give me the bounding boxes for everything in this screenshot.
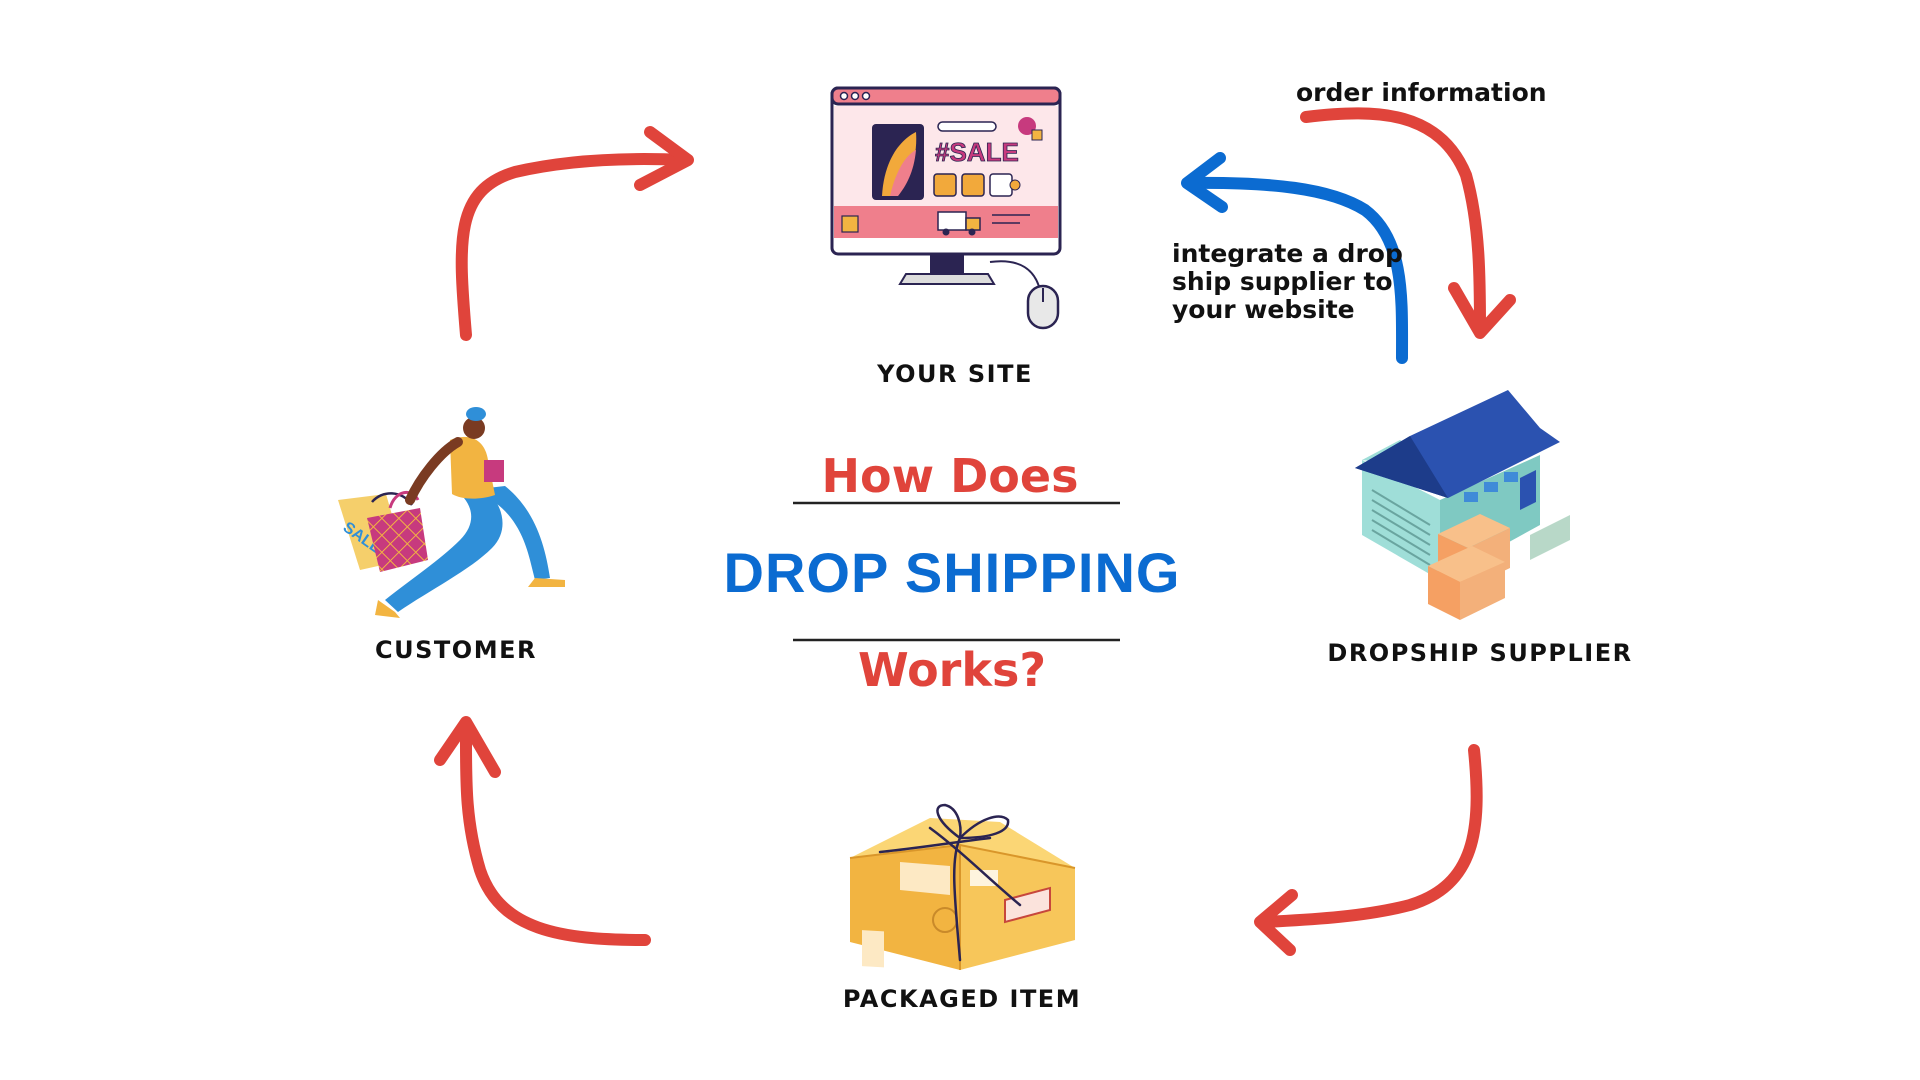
integrate-note-line-3: your website bbox=[1172, 295, 1355, 324]
arrow-supplier-to-package bbox=[1254, 744, 1483, 956]
title-main: DROP SHIPPING bbox=[724, 541, 1181, 604]
order-information-note: order information bbox=[1296, 78, 1547, 107]
title-top: How Does bbox=[822, 449, 1079, 503]
arrow-integrate-supplier bbox=[1181, 152, 1409, 364]
package-box-icon bbox=[849, 803, 1076, 970]
shopper-icon: SALE bbox=[338, 407, 565, 618]
arrow-package-to-customer bbox=[434, 716, 651, 946]
integrate-note-line-1: integrate a drop bbox=[1172, 239, 1403, 268]
arrow-customer-to-site bbox=[455, 126, 694, 341]
your-site-label: YOUR SITE bbox=[876, 360, 1033, 388]
arrow-order-information bbox=[1300, 107, 1516, 339]
screen-sale-text: #SALE bbox=[935, 137, 1019, 167]
center-title: How Does DROP SHIPPING Works? bbox=[724, 449, 1181, 697]
integrate-supplier-note: integrate a drop ship supplier to your w… bbox=[1172, 239, 1403, 324]
integrate-note-line-2: ship supplier to bbox=[1172, 267, 1393, 296]
packaged-item-label: PACKAGED ITEM bbox=[843, 985, 1081, 1013]
customer-label: CUSTOMER bbox=[375, 636, 537, 664]
warehouse-icon bbox=[1355, 390, 1570, 620]
title-bottom: Works? bbox=[858, 643, 1046, 697]
dropship-supplier-label: DROPSHIP SUPPLIER bbox=[1327, 639, 1632, 667]
computer-monitor-icon: #SALE bbox=[830, 86, 1062, 330]
